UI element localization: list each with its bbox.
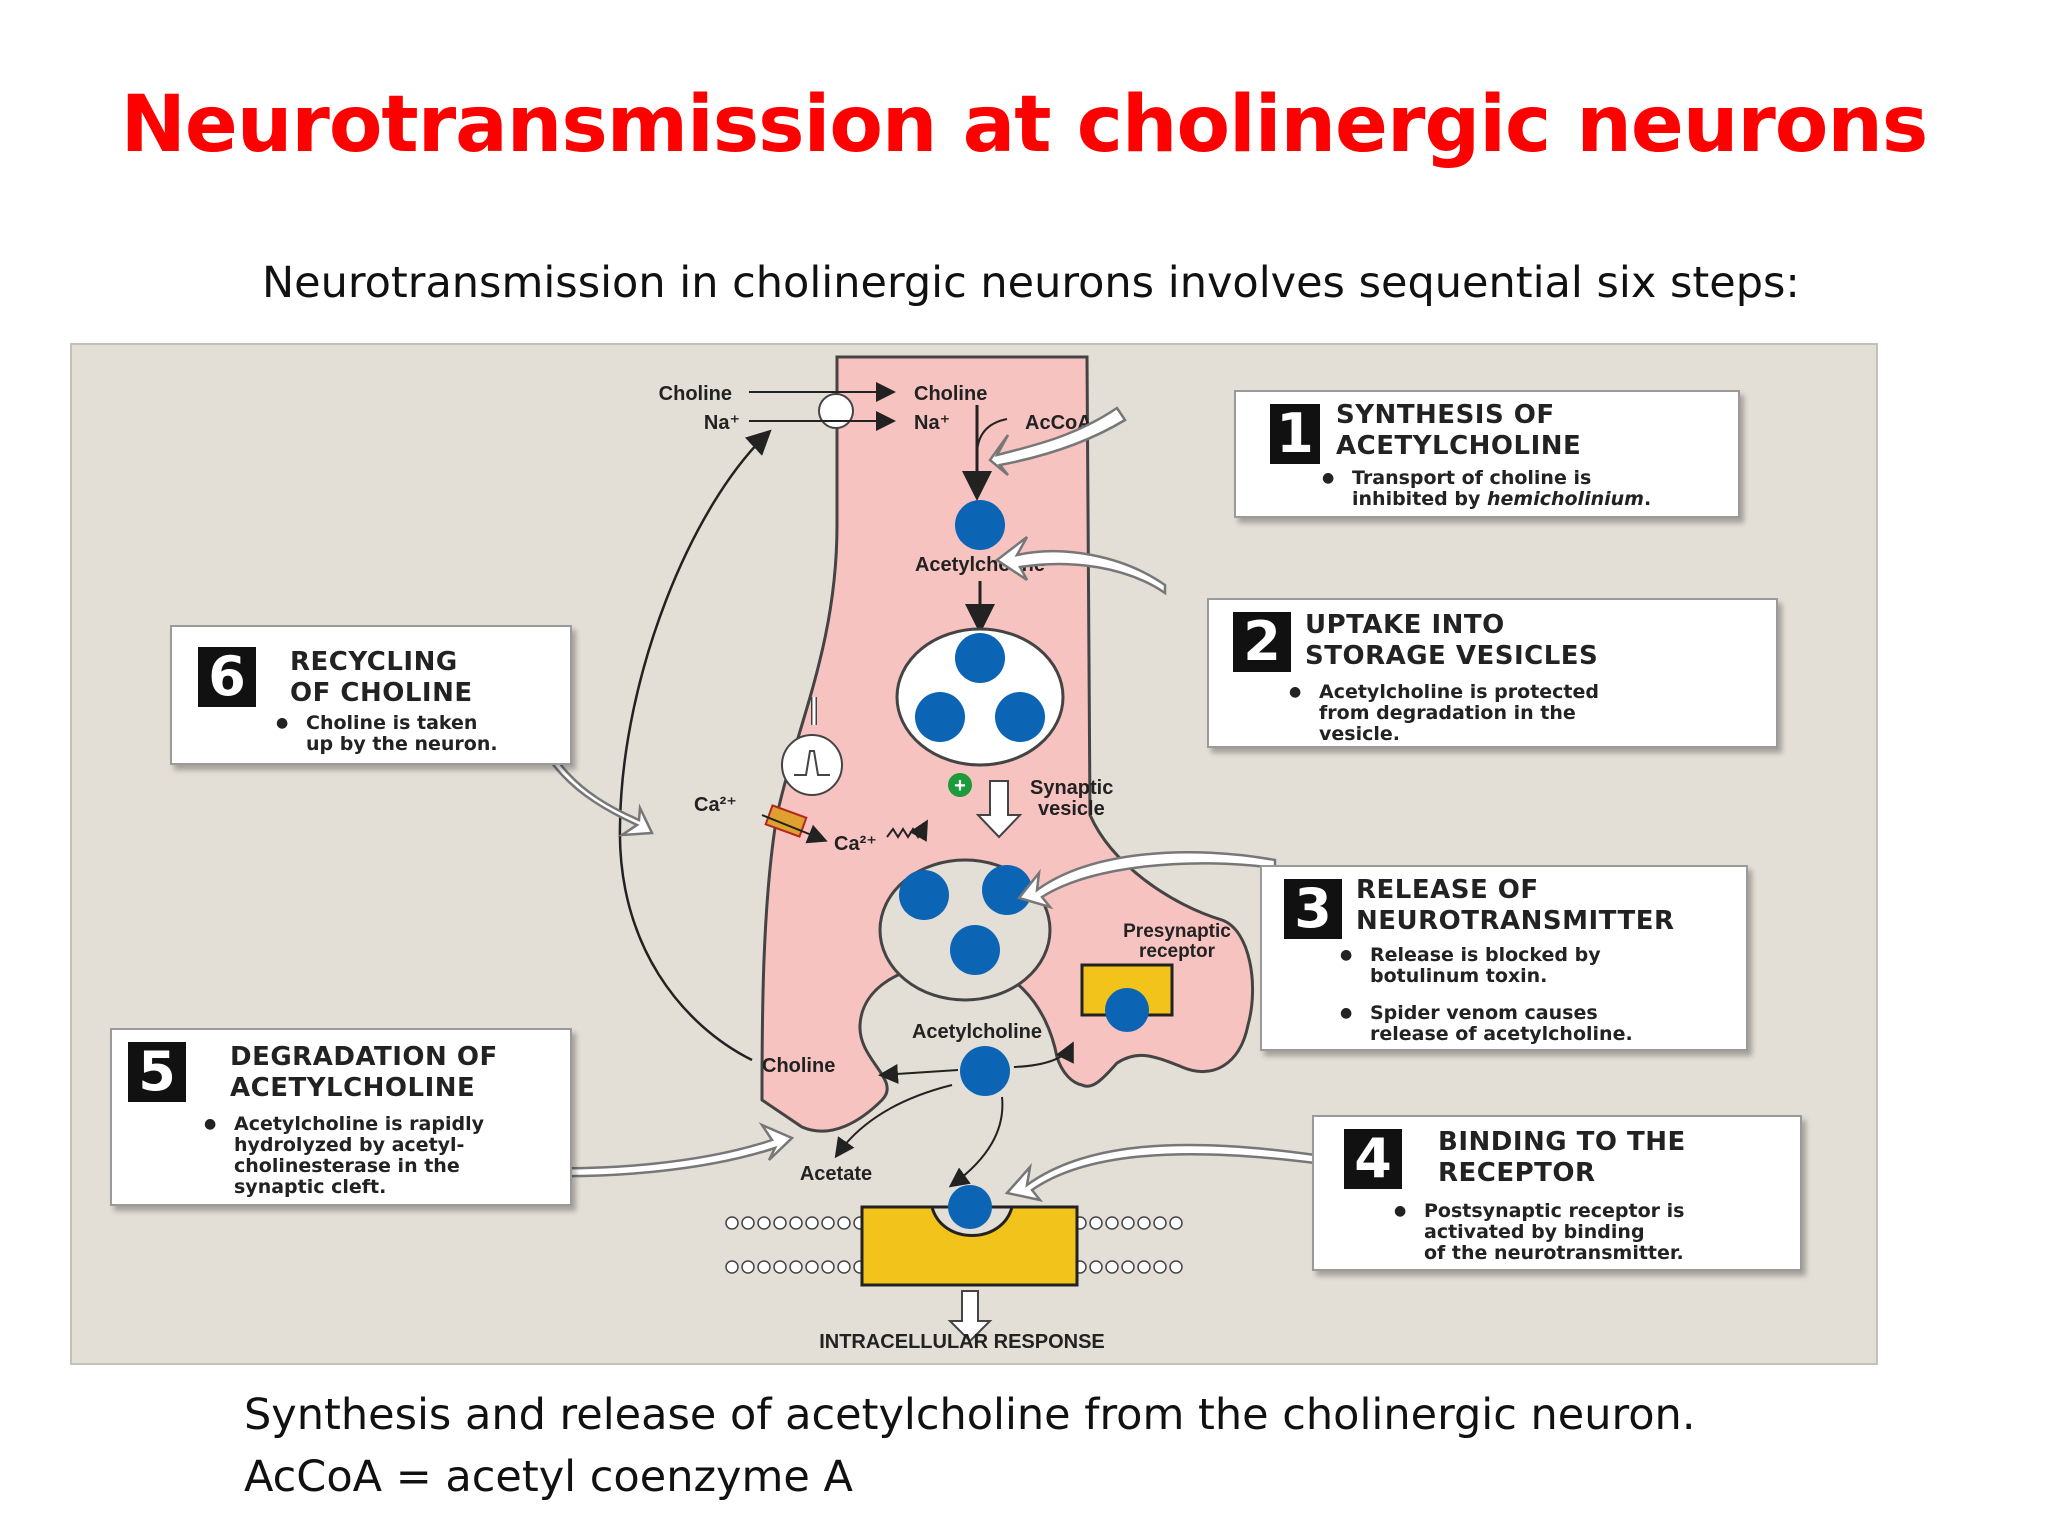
step-6-bullet-line-2: up by the neuron. <box>306 733 498 755</box>
step-3-bullet-a-line-1: Release is blocked by <box>1370 944 1601 966</box>
action-potential-icon <box>781 734 843 796</box>
step-5-bullet-line-1: Acetylcholine is rapidly <box>234 1113 484 1135</box>
step-3-bullet-a-line-2: botulinum toxin. <box>1370 965 1548 987</box>
step-2-heading: UPTAKE INTO STORAGE VESICLES <box>1305 610 1598 672</box>
step-1-heading-line-2: ACETYLCHOLINE <box>1336 431 1582 461</box>
choline-outside-label: Choline <box>659 383 732 405</box>
step-number-2: 2 <box>1233 612 1291 672</box>
neurotransmission-diagram: Choline Na⁺ Choline Na⁺ AcCoA Acetylchol… <box>70 343 1878 1365</box>
step-5-bullet-line-3: cholinesterase in the <box>234 1155 460 1177</box>
acetylcholine-cleft-label: Acetylcholine <box>912 1021 1042 1043</box>
caption-line-2: AcCoA = acetyl coenzyme A <box>244 1452 853 1502</box>
synaptic-vesicle-label-2: vesicle <box>1038 798 1105 820</box>
down-arrow-icon <box>975 780 1023 839</box>
step-2-heading-line-2: STORAGE VESICLES <box>1305 641 1599 671</box>
step-number-3: 3 <box>1284 879 1342 939</box>
step-6-heading: RECYCLING OF CHOLINE <box>290 647 473 709</box>
step-3-box: 3 RELEASE OF NEUROTRANSMITTER Release is… <box>1260 865 1748 1051</box>
presynaptic-receptor-label-2: receptor <box>1139 941 1216 962</box>
step-4-heading-line-1: BINDING TO THE <box>1438 1127 1686 1157</box>
step-3-bullet-a: Release is blocked by botulinum toxin. <box>1340 944 1601 987</box>
presynaptic-receptor-label-1: Presynaptic <box>1123 921 1231 942</box>
step-4-bullet-line-1: Postsynaptic receptor is <box>1424 1200 1685 1222</box>
intro-text: Neurotransmission in cholinergic neurons… <box>262 258 1800 308</box>
figure-caption: Synthesis and release of acetylcholine f… <box>244 1384 1695 1508</box>
step-1-bullet-end: . <box>1643 488 1652 510</box>
step-1-bullet-line-1: Transport of choline is <box>1352 467 1592 489</box>
step-1-bullet-italic: hemicholinium <box>1486 488 1644 510</box>
step-1-bullet: Transport of choline is inhibited by hem… <box>1322 467 1651 510</box>
step-4-heading: BINDING TO THE RECEPTOR <box>1438 1127 1686 1189</box>
step-2-box: 2 UPTAKE INTO STORAGE VESICLES Acetylcho… <box>1207 598 1778 748</box>
step-6-heading-line-2: OF CHOLINE <box>290 678 473 708</box>
calcium-inside-label: Ca²⁺ <box>834 833 877 855</box>
step-6-bullet: Choline is taken up by the neuron. <box>276 712 498 755</box>
calcium-outside-label: Ca²⁺ <box>694 794 737 816</box>
response-arrow-icon <box>947 1290 993 1343</box>
step-5-box: 5 DEGRADATION OF ACETYLCHOLINE Acetylcho… <box>110 1028 572 1206</box>
recycling-arrow <box>618 429 772 1062</box>
bound-acetylcholine <box>948 1185 992 1229</box>
choline-inside-label: Choline <box>914 383 987 405</box>
step-4-bullet-line-3: of the neurotransmitter. <box>1424 1242 1684 1264</box>
postsynaptic-receptor <box>860 1205 1079 1287</box>
step-number-6: 6 <box>198 647 256 707</box>
sodium-outside-label: Na⁺ <box>704 412 740 434</box>
step-5-heading: DEGRADATION OF ACETYLCHOLINE <box>230 1042 498 1104</box>
caption-line-1: Synthesis and release of acetylcholine f… <box>244 1390 1696 1440</box>
step-number-1: 1 <box>1270 404 1320 464</box>
step-2-bullet-line-3: vesicle. <box>1319 723 1400 745</box>
diagram-canvas: Choline Na⁺ Choline Na⁺ AcCoA Acetylchol… <box>480 355 1317 1353</box>
step-3-bullet-b: Spider venom causes release of acetylcho… <box>1340 1002 1633 1045</box>
step-6-box: 6 RECYCLING OF CHOLINE Choline is taken … <box>170 625 572 765</box>
step-2-heading-line-1: UPTAKE INTO <box>1305 610 1505 640</box>
step-2-bullet-line-1: Acetylcholine is protected <box>1319 681 1599 703</box>
step-3-heading-line-1: RELEASE OF <box>1356 875 1539 905</box>
acetylcholine-molecule <box>955 500 1005 550</box>
step-5-heading-line-2: ACETYLCHOLINE <box>230 1073 476 1103</box>
step-3-bullet-b-line-2: release of acetylcholine. <box>1370 1023 1633 1045</box>
step-6-bullet-line-1: Choline is taken <box>306 712 478 734</box>
step-1-bullet-line-2: inhibited by hemicholinium. <box>1352 489 1651 510</box>
acetylcholine-cleft-molecule <box>960 1046 1010 1096</box>
step-4-heading-line-2: RECEPTOR <box>1438 1158 1596 1188</box>
slide-title: Neurotransmission at cholinergic neurons <box>120 80 1929 170</box>
acetate-label: Acetate <box>800 1163 872 1185</box>
step-5-heading-line-1: DEGRADATION OF <box>230 1042 498 1072</box>
step-1-box: 1 SYNTHESIS OF ACETYLCHOLINE Transport o… <box>1234 390 1740 518</box>
step-number-5: 5 <box>128 1042 186 1102</box>
step-2-bullet-line-2: from degradation in the <box>1319 702 1576 724</box>
step-3-bullet-b-line-1: Spider venom causes <box>1370 1002 1598 1024</box>
step-3-heading-line-2: NEUROTRANSMITTER <box>1356 906 1675 936</box>
svg-text:+: + <box>954 775 966 797</box>
step-number-4: 4 <box>1344 1129 1402 1189</box>
step-4-bullet-line-2: activated by binding <box>1424 1221 1645 1243</box>
step-5-bullet: Acetylcholine is rapidly hydrolyzed by a… <box>204 1113 484 1198</box>
step-1-heading: SYNTHESIS OF ACETYLCHOLINE <box>1336 400 1581 462</box>
plus-icon <box>948 773 972 797</box>
step-1-heading-line-1: SYNTHESIS OF <box>1336 400 1555 430</box>
step-4-bullet: Postsynaptic receptor is activated by bi… <box>1394 1200 1685 1264</box>
intracellular-response-label: INTRACELLULAR RESPONSE <box>819 1331 1105 1353</box>
step-1-bullet-text: inhibited by <box>1352 488 1487 510</box>
step-5-bullet-line-2: hydrolyzed by acetyl- <box>234 1134 465 1156</box>
step-3-heading: RELEASE OF NEUROTRANSMITTER <box>1356 875 1675 937</box>
sodium-inside-label: Na⁺ <box>914 412 950 434</box>
synaptic-vesicle-label-1: Synaptic <box>1030 777 1113 799</box>
step-5-bullet-line-4: synaptic cleft. <box>234 1176 387 1198</box>
step-4-box: 4 BINDING TO THE RECEPTOR Postsynaptic r… <box>1312 1115 1802 1271</box>
step-2-bullet: Acetylcholine is protected from degradat… <box>1289 681 1599 745</box>
step-6-heading-line-1: RECYCLING <box>290 647 458 677</box>
choline-cleft-label: Choline <box>762 1055 835 1077</box>
accoa-label: AcCoA <box>1025 412 1092 434</box>
choline-transporter-icon <box>818 393 854 429</box>
